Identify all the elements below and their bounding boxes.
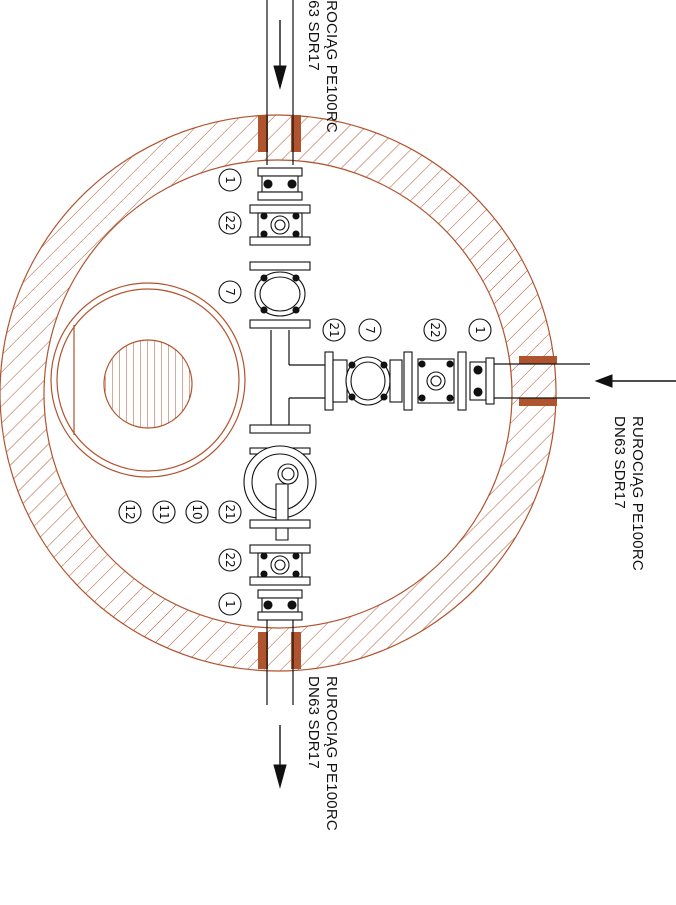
callout-label: 22 (223, 215, 237, 230)
callout-label: 10 (190, 504, 204, 519)
callout-label: 21 (327, 322, 341, 337)
callout-label: 12 (123, 504, 137, 519)
callout-label: 1 (223, 176, 237, 184)
callout-label: 1 (223, 600, 237, 608)
callout-22-top (218, 211, 242, 235)
callout-label: 7 (223, 288, 237, 296)
bottom-branch-fittings (243, 424, 317, 621)
manhole-opening (50, 282, 246, 478)
callouts-right (322, 318, 492, 342)
callout-label: 22 (428, 322, 442, 337)
callouts-top (218, 168, 242, 304)
flow-arrows (273, 20, 676, 789)
chamber-wall (0, 114, 557, 672)
right-branch-pipe (480, 363, 590, 399)
pipe-label-line1: RUROCIĄG PE100RC (323, 676, 340, 831)
pipe-label-line1: RUROCIĄG PE100RC (629, 416, 646, 571)
callout-label: 7 (363, 326, 377, 334)
callouts-bottom (118, 500, 242, 616)
pipe-label-line2: DN63 SDR17 (305, 0, 322, 71)
callout-label: 22 (223, 552, 237, 567)
right-branch-fittings (324, 351, 495, 411)
callout-label: 21 (223, 504, 237, 519)
callout-label: 11 (157, 504, 171, 519)
pipe-label-line2: DN63 SDR17 (305, 676, 322, 769)
callout-1-top (218, 168, 242, 192)
pipe-label-top: RUROCIĄG PE100RC DN63 SDR17 (304, 0, 340, 133)
wall-sleeves (258, 115, 557, 669)
pipe-label-bottom: RUROCIĄG PE100RC DN63 SDR17 (304, 676, 340, 876)
callout-7-top (218, 280, 242, 304)
pipe-label-line2: DN63 SDR17 (611, 416, 628, 509)
pipe-label-right: RUROCIĄG PE100RC DN63 SDR17 (610, 416, 646, 616)
top-branch-fittings (249, 167, 311, 329)
callout-label: 1 (473, 326, 487, 334)
pipe-label-line1: RUROCIĄG PE100RC (323, 0, 340, 133)
